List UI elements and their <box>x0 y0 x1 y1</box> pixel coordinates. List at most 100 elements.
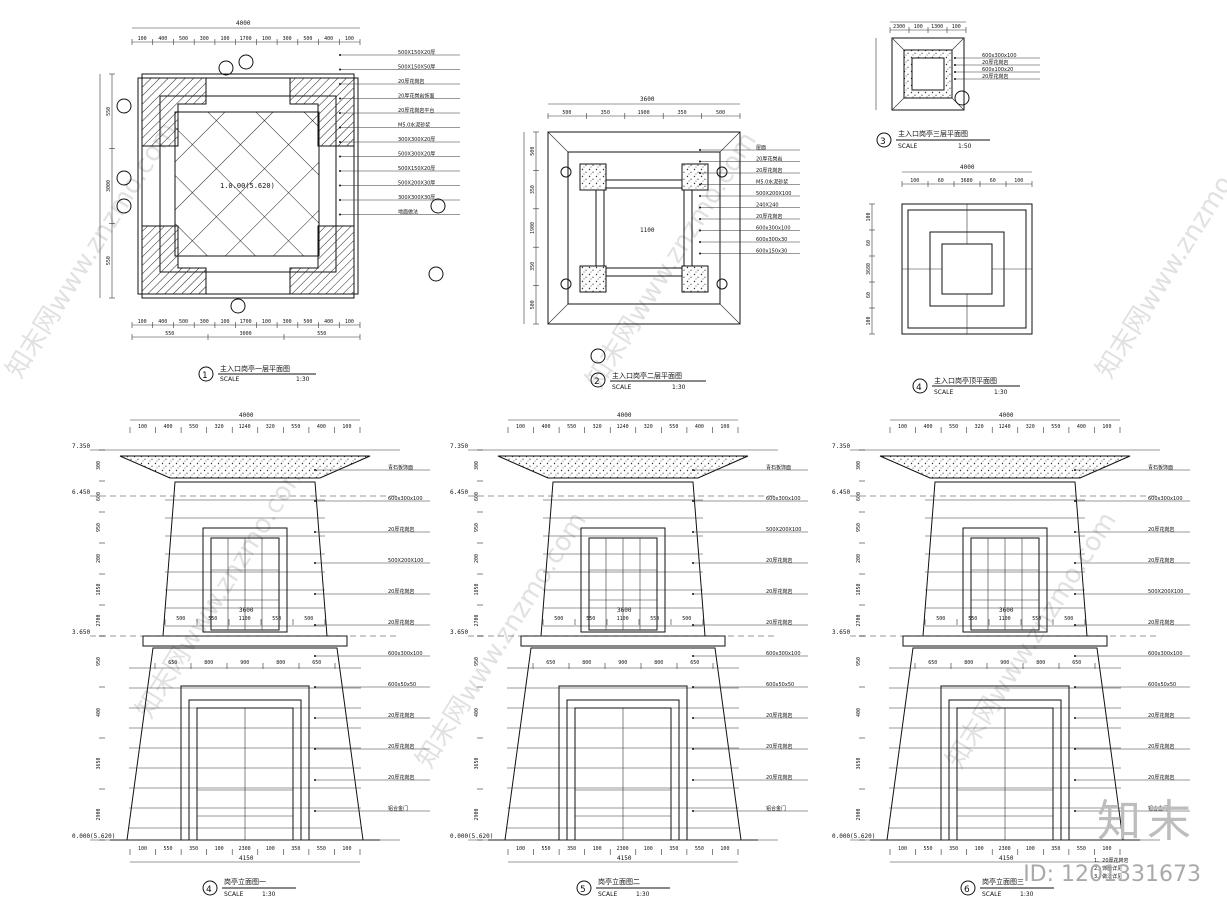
dim-label: 650 <box>1072 660 1081 666</box>
view-scale: 1:30 <box>672 384 686 391</box>
view-scale-label: SCALE <box>220 376 239 383</box>
dim-label: 100 <box>138 319 147 325</box>
plan-outline <box>891 37 965 111</box>
dim-label: 800 <box>964 660 973 666</box>
dim-label: 100 <box>644 846 653 852</box>
dim-label: 500 <box>304 616 313 622</box>
dim-label: 550 <box>669 424 678 430</box>
view-number-circle <box>198 366 214 382</box>
note-text: 20厚花岗岩饰面 <box>398 93 434 100</box>
dim-label: 350 <box>1051 846 1060 852</box>
dim-label: 1850 <box>474 583 480 595</box>
dim-label: 100 <box>516 846 525 852</box>
dim-label: 550 <box>317 846 326 852</box>
roof-cap <box>497 455 749 479</box>
column-block <box>681 265 709 293</box>
dim-label: 100 <box>345 36 354 42</box>
center-dim: 1100 <box>640 227 655 234</box>
dim-label: 320 <box>266 424 275 430</box>
dim-label: 200 <box>96 554 102 563</box>
note-text: 20厚花岗岩 <box>388 588 414 595</box>
dim-label: 550 <box>695 846 704 852</box>
dim-label: 320 <box>593 424 602 430</box>
note-text: 600x300x100 <box>1148 496 1183 502</box>
view-scale-label: SCALE <box>612 384 631 391</box>
dim-label: 950 <box>474 657 480 666</box>
dim-label: 950 <box>96 523 102 532</box>
note-text: 20厚花岗岩 <box>1148 619 1174 626</box>
view-number-circle <box>590 372 606 388</box>
dim-label: 100 <box>866 212 872 221</box>
note-text: 20厚花岗岩 <box>766 774 792 781</box>
dim-label: 550 <box>949 424 958 430</box>
note-text: 500X200X30厚 <box>398 181 435 187</box>
note-text: 20厚花岗岩 <box>756 167 782 174</box>
dim-label: 400 <box>96 708 102 717</box>
dim-label: 60 <box>866 292 872 298</box>
dim-label: 300 <box>96 461 102 470</box>
upper-window <box>962 527 1048 633</box>
roof-cap <box>119 455 371 479</box>
dim-label: 500 <box>682 616 691 622</box>
dim-label: 550 <box>924 846 933 852</box>
section-marker <box>954 90 970 106</box>
dim-label: 2700 <box>856 614 862 626</box>
note-text: 600x300x100 <box>388 651 423 657</box>
dim-label: 350 <box>669 846 678 852</box>
dim-label: 650 <box>690 660 699 666</box>
dim-total: 3600 <box>999 607 1014 614</box>
dim-label: 100 <box>975 846 984 852</box>
view-title: 岗亭立面图一 <box>224 877 266 886</box>
dim-label: 200 <box>856 554 862 563</box>
level-mark: 7.350 <box>832 443 850 450</box>
dim-label: 2300 <box>239 846 251 852</box>
note-text: 600x50x50 <box>1148 682 1176 688</box>
dim-label: 60 <box>938 178 944 184</box>
note-text: 20厚花岗岩 <box>766 557 792 564</box>
view-scale-label: SCALE <box>934 389 953 396</box>
view-number-circle <box>912 378 928 394</box>
dim-label: 400 <box>317 424 326 430</box>
dim-label: 500 <box>554 616 563 622</box>
elevation-title: 4 岗亭立面图一 SCALE 1:30 <box>202 877 296 898</box>
dim-label: 500 <box>936 616 945 622</box>
dim-label: 400 <box>324 36 333 42</box>
watermark-text: 知末网www.znzmo.com <box>580 127 762 394</box>
dim-label: 1240 <box>999 424 1011 430</box>
dim-label: 300 <box>283 36 292 42</box>
dim-label: 600 <box>96 492 102 501</box>
note-text: 500X200X100 <box>756 191 791 197</box>
dim-label: 350 <box>530 262 536 271</box>
level-mark: 3.650 <box>72 629 90 636</box>
floor-tile-pattern <box>174 111 320 257</box>
dim-label: 100 <box>262 319 271 325</box>
dim-label: 650 <box>546 660 555 666</box>
view-scale: 1:30 <box>1020 891 1034 898</box>
dim-label: 500 <box>1064 616 1073 622</box>
note-text: 600x300x100 <box>766 496 801 502</box>
note-text: 600x100x20 <box>982 67 1013 73</box>
note-text: 铝合金门 <box>388 805 408 812</box>
cornice-band <box>902 635 1108 647</box>
dim-label: 1900 <box>530 222 536 234</box>
note-text: 600x50x50 <box>766 682 794 688</box>
center-level: 1.0.00(5.620) <box>220 182 275 190</box>
column-block <box>579 163 607 191</box>
dim-label: 800 <box>582 660 591 666</box>
dim-label: 400 <box>924 424 933 430</box>
dim-label: 100 <box>220 319 229 325</box>
dim-total: 4000 <box>236 20 251 27</box>
plan-outline <box>141 73 355 299</box>
note-text: 20厚花岗岩 <box>766 712 792 719</box>
dim-label: 2900 <box>474 808 480 820</box>
dim-label: 320 <box>975 424 984 430</box>
dim-label: 950 <box>96 657 102 666</box>
view-title: 主入口岗亭二层平面图 <box>612 371 682 380</box>
dim-label: 400 <box>158 319 167 325</box>
annotation-notes: 屋面20厚花岗岩20厚花岗岩M5.0水泥砂浆500X200X100240X240… <box>699 145 800 255</box>
